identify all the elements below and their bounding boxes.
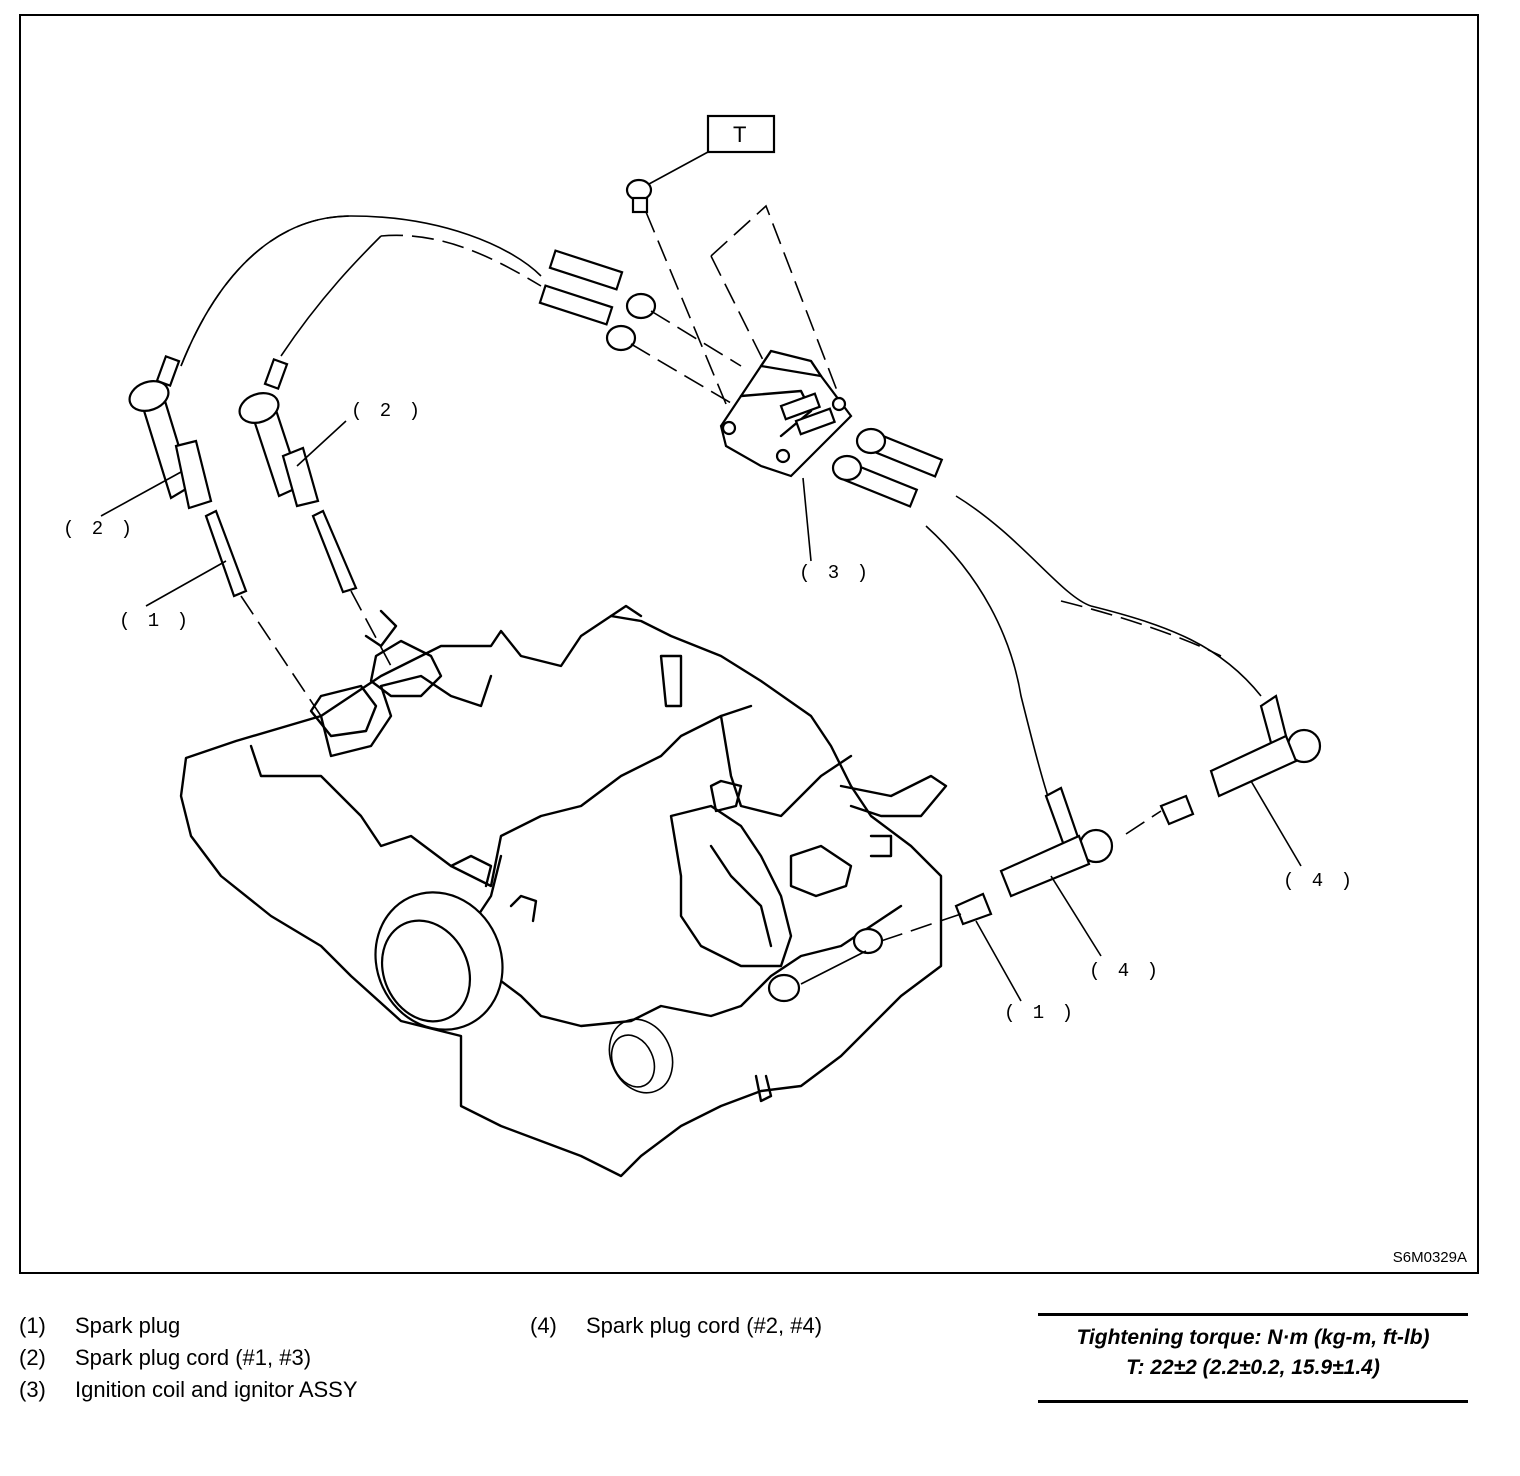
legend-item: (1) Spark plug xyxy=(19,1310,358,1342)
leader-lines xyxy=(100,420,1302,1002)
figure-frame: T xyxy=(19,14,1479,1274)
callout-3: ( 3 ) xyxy=(799,562,871,584)
legend-right: (4) Spark plug cord (#2, #4) xyxy=(530,1310,822,1342)
legend-item: (2) Spark plug cord (#1, #3) xyxy=(19,1342,358,1374)
callout-2-left: ( 2 ) xyxy=(63,518,135,540)
left-spark-plug-cords xyxy=(128,215,742,510)
legend-number: (2) xyxy=(19,1345,46,1370)
legend-text: Spark plug xyxy=(75,1313,181,1338)
callout-4-right: ( 4 ) xyxy=(1283,870,1355,892)
ignition-coil-assy xyxy=(710,204,853,478)
legend-text: Spark plug cord (#1, #3) xyxy=(75,1345,312,1370)
torque-heading: Tightening torque: N·m (kg-m, ft-lb) xyxy=(1076,1326,1430,1349)
legend-item: (3) Ignition coil and ignitor ASSY xyxy=(19,1374,358,1406)
torque-marker-label: T xyxy=(733,122,746,147)
legend-item: (4) Spark plug cord (#2, #4) xyxy=(530,1310,822,1342)
right-spark-plug-cords xyxy=(800,427,1322,985)
callout-4-center: ( 4 ) xyxy=(1089,960,1161,982)
legend-number: (4) xyxy=(530,1313,557,1338)
left-spark-plugs xyxy=(204,509,392,717)
torque-callout: T xyxy=(625,114,776,417)
callout-2-right: ( 2 ) xyxy=(351,400,423,422)
torque-spec-box: Tightening torque: N·m (kg-m, ft-lb) T: … xyxy=(1038,1313,1468,1403)
legend-number: (3) xyxy=(19,1377,46,1402)
engine-ignition-diagram: T xyxy=(63,114,1355,1178)
engine-block xyxy=(179,604,948,1178)
legend-text: Ignition coil and ignitor ASSY xyxy=(75,1377,358,1402)
callout-1-left: ( 1 ) xyxy=(119,610,191,632)
legend-left: (1) Spark plug (2) Spark plug cord (#1, … xyxy=(19,1310,358,1406)
legend-number: (1) xyxy=(19,1313,46,1338)
figure-id: S6M0329A xyxy=(1392,1249,1467,1266)
callout-1-right: ( 1 ) xyxy=(1004,1002,1076,1024)
legend-text: Spark plug cord (#2, #4) xyxy=(586,1313,823,1338)
torque-value: T: 22±2 (2.2±0.2, 15.9±1.4) xyxy=(1126,1356,1380,1379)
